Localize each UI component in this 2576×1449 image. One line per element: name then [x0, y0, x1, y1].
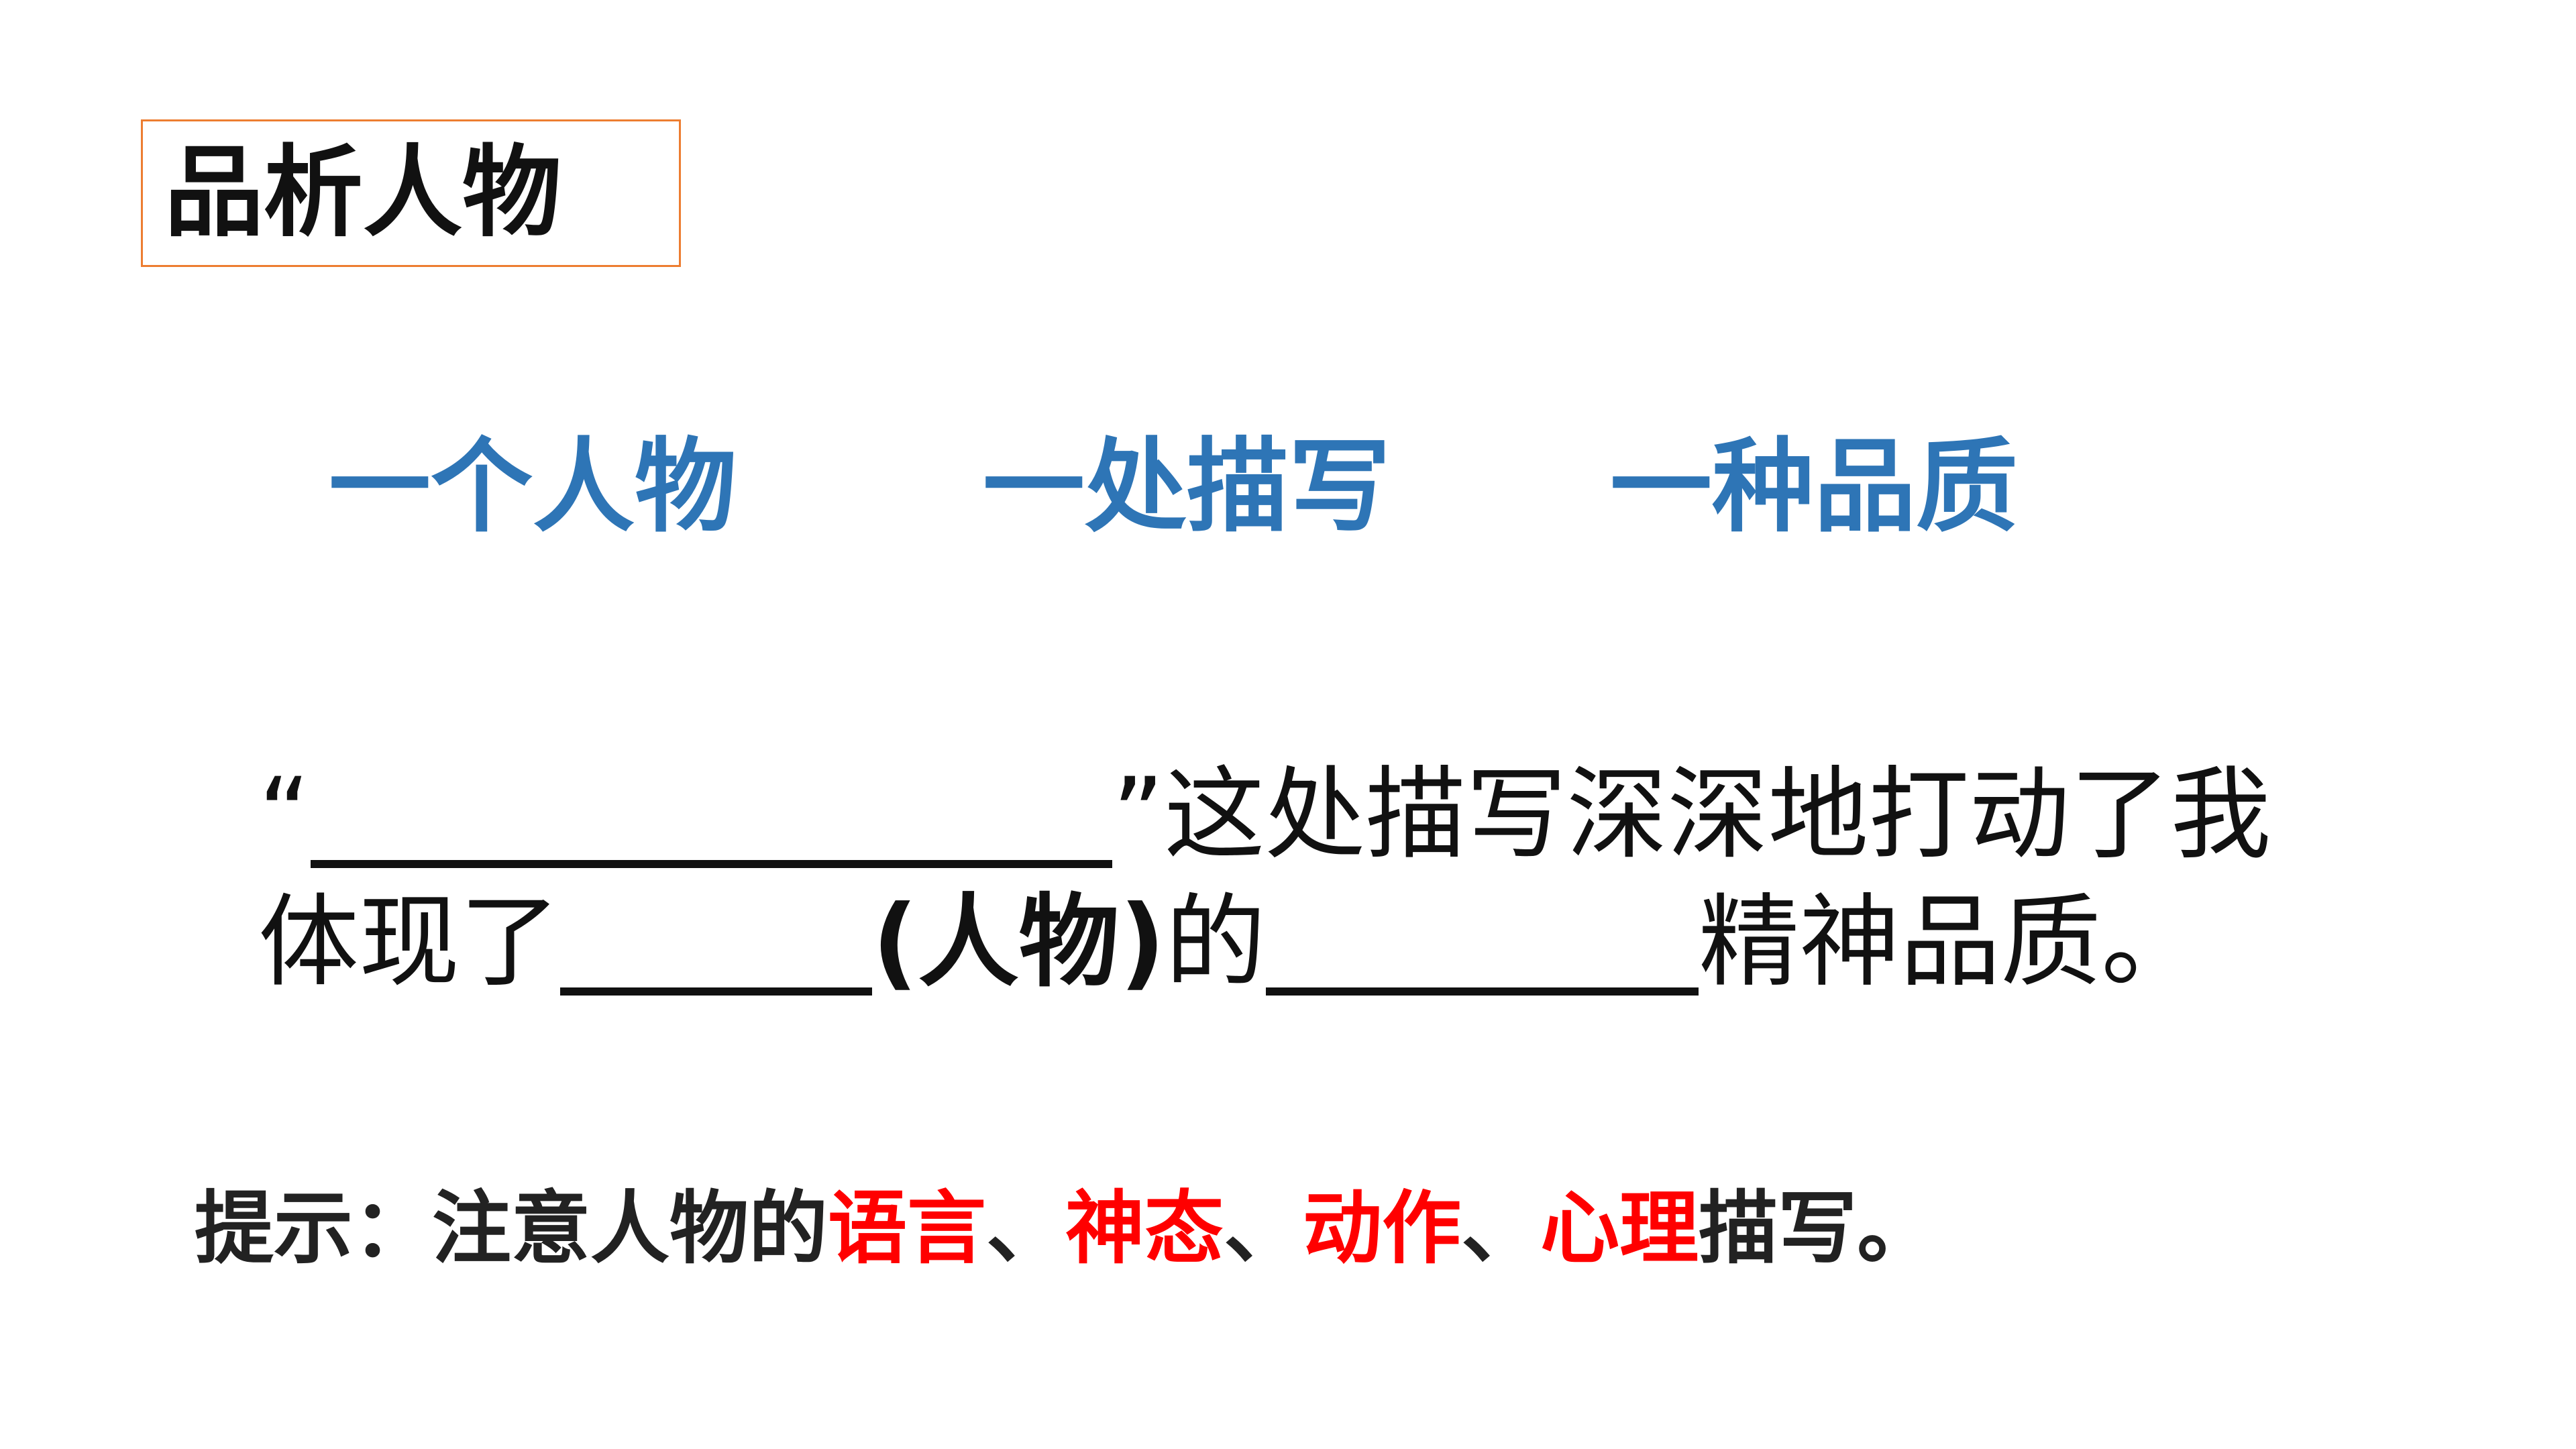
blank-character[interactable]: [560, 887, 873, 996]
hint-item-expression: 神态: [1065, 1182, 1224, 1275]
sentence-line-2: 体现了(人物)的精神品质。: [258, 884, 2202, 996]
sentence-line-1: “”这处描写深深地打动了我: [258, 757, 2271, 868]
hint-separator: 、: [1224, 1182, 1303, 1275]
hint-suffix: 描写。: [1699, 1182, 1937, 1275]
sentence-line-2-mid: 的: [1165, 884, 1267, 1001]
title-box: 品析人物: [141, 119, 681, 267]
sentence-line-1-text: ”这处描写深深地打动了我: [1112, 757, 2271, 873]
slide-title: 品析人物: [164, 135, 561, 250]
hint-prefix: 提示：注意人物的: [195, 1182, 828, 1275]
open-quote: “: [258, 757, 311, 873]
hint-item-action: 动作: [1303, 1182, 1462, 1275]
hint-item-language: 语言: [828, 1182, 987, 1275]
hint-text: 提示：注意人物的语言、神态、动作、心理描写。: [195, 1189, 1936, 1268]
hint-separator: 、: [986, 1182, 1066, 1275]
character-hint: (人物): [872, 884, 1166, 1001]
hint-separator: 、: [1461, 1182, 1541, 1275]
sentence-line-2-start: 体现了: [258, 884, 561, 1001]
keyword-character: 一个人物: [329, 427, 737, 546]
blank-quality[interactable]: [1266, 887, 1699, 996]
blank-description[interactable]: [310, 759, 1112, 868]
sentence-line-2-end: 精神品质。: [1699, 884, 2202, 1001]
keyword-description: 一处描写: [983, 427, 1391, 546]
keyword-quality: 一种品质: [1610, 427, 2018, 546]
hint-item-psychology: 心理: [1540, 1182, 1699, 1275]
